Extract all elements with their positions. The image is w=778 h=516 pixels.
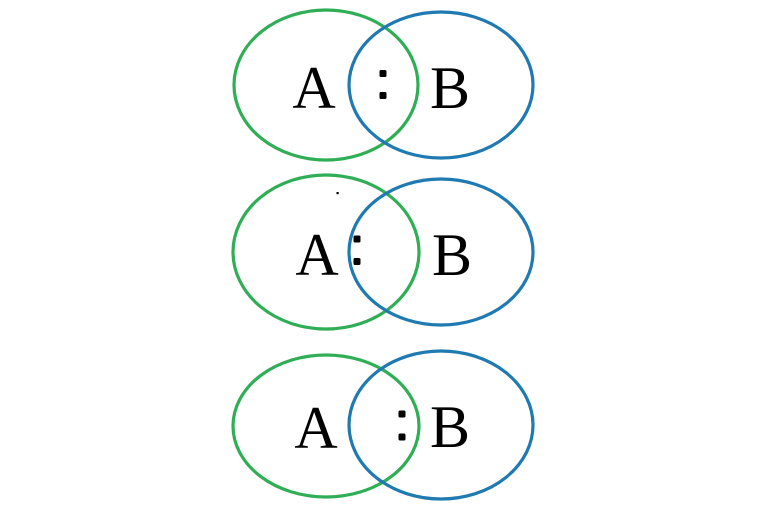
diagram-shifted-to-b: A B xyxy=(231,349,535,501)
atom-label-a: A xyxy=(295,222,338,288)
atom-b-circle xyxy=(347,177,535,327)
electron-dot xyxy=(398,433,406,441)
electron-pair xyxy=(353,235,361,265)
electron-dot xyxy=(379,92,387,99)
electron-pair xyxy=(379,70,387,99)
electron-dot xyxy=(353,258,361,265)
atom-b-circle xyxy=(347,10,535,160)
electron-dot xyxy=(398,410,406,418)
atom-a-circle xyxy=(232,8,420,162)
electron-pair xyxy=(398,410,406,441)
atom-label-b: B xyxy=(430,394,470,460)
diagram-equal-sharing: A B xyxy=(232,8,535,162)
atom-a-circle xyxy=(231,353,421,499)
atom-label-a: A xyxy=(292,55,335,121)
electron-dot xyxy=(353,235,361,243)
atom-label-b: B xyxy=(432,222,472,288)
atom-label-a: A xyxy=(294,395,337,461)
diagram-shifted-to-a: A B xyxy=(231,173,535,331)
electron-dot xyxy=(379,70,387,77)
atom-a-circle xyxy=(231,173,421,331)
atom-b-circle xyxy=(347,349,535,501)
atom-label-b: B xyxy=(430,55,470,121)
stray-dot xyxy=(336,192,339,195)
